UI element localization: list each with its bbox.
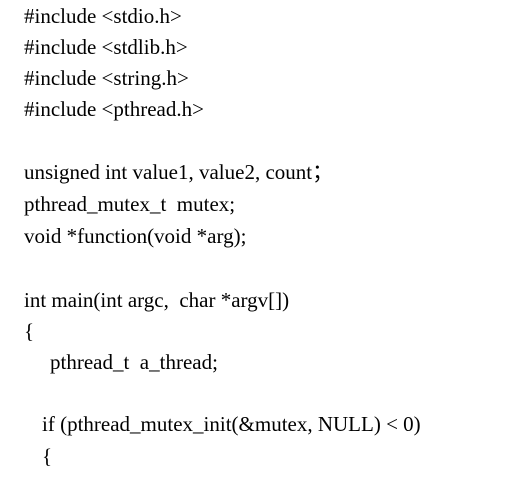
code-line-include-stdlib: #include <stdlib.h> — [24, 35, 188, 59]
code-line-globals: unsigned int value1, value2, count； — [24, 160, 334, 184]
code-line-open-brace: { — [24, 319, 35, 343]
code-line-thread-decl: pthread_t a_thread; — [50, 350, 218, 374]
code-line-include-pthread: #include <pthread.h> — [24, 97, 204, 121]
code-line-include-string: #include <string.h> — [24, 66, 189, 90]
code-line-inner-open-brace: { — [42, 444, 53, 468]
code-line-mutex-decl: pthread_mutex_t mutex; — [24, 192, 236, 216]
code-line-main-signature: int main(int argc, char *argv[]) — [24, 288, 290, 312]
code-line-mutex-init-check: if (pthread_mutex_init(&mutex, NULL) < 0… — [42, 412, 421, 436]
code-line-function-proto: void *function(void *arg); — [24, 224, 247, 248]
code-line-include-stdio: #include <stdio.h> — [24, 4, 182, 28]
